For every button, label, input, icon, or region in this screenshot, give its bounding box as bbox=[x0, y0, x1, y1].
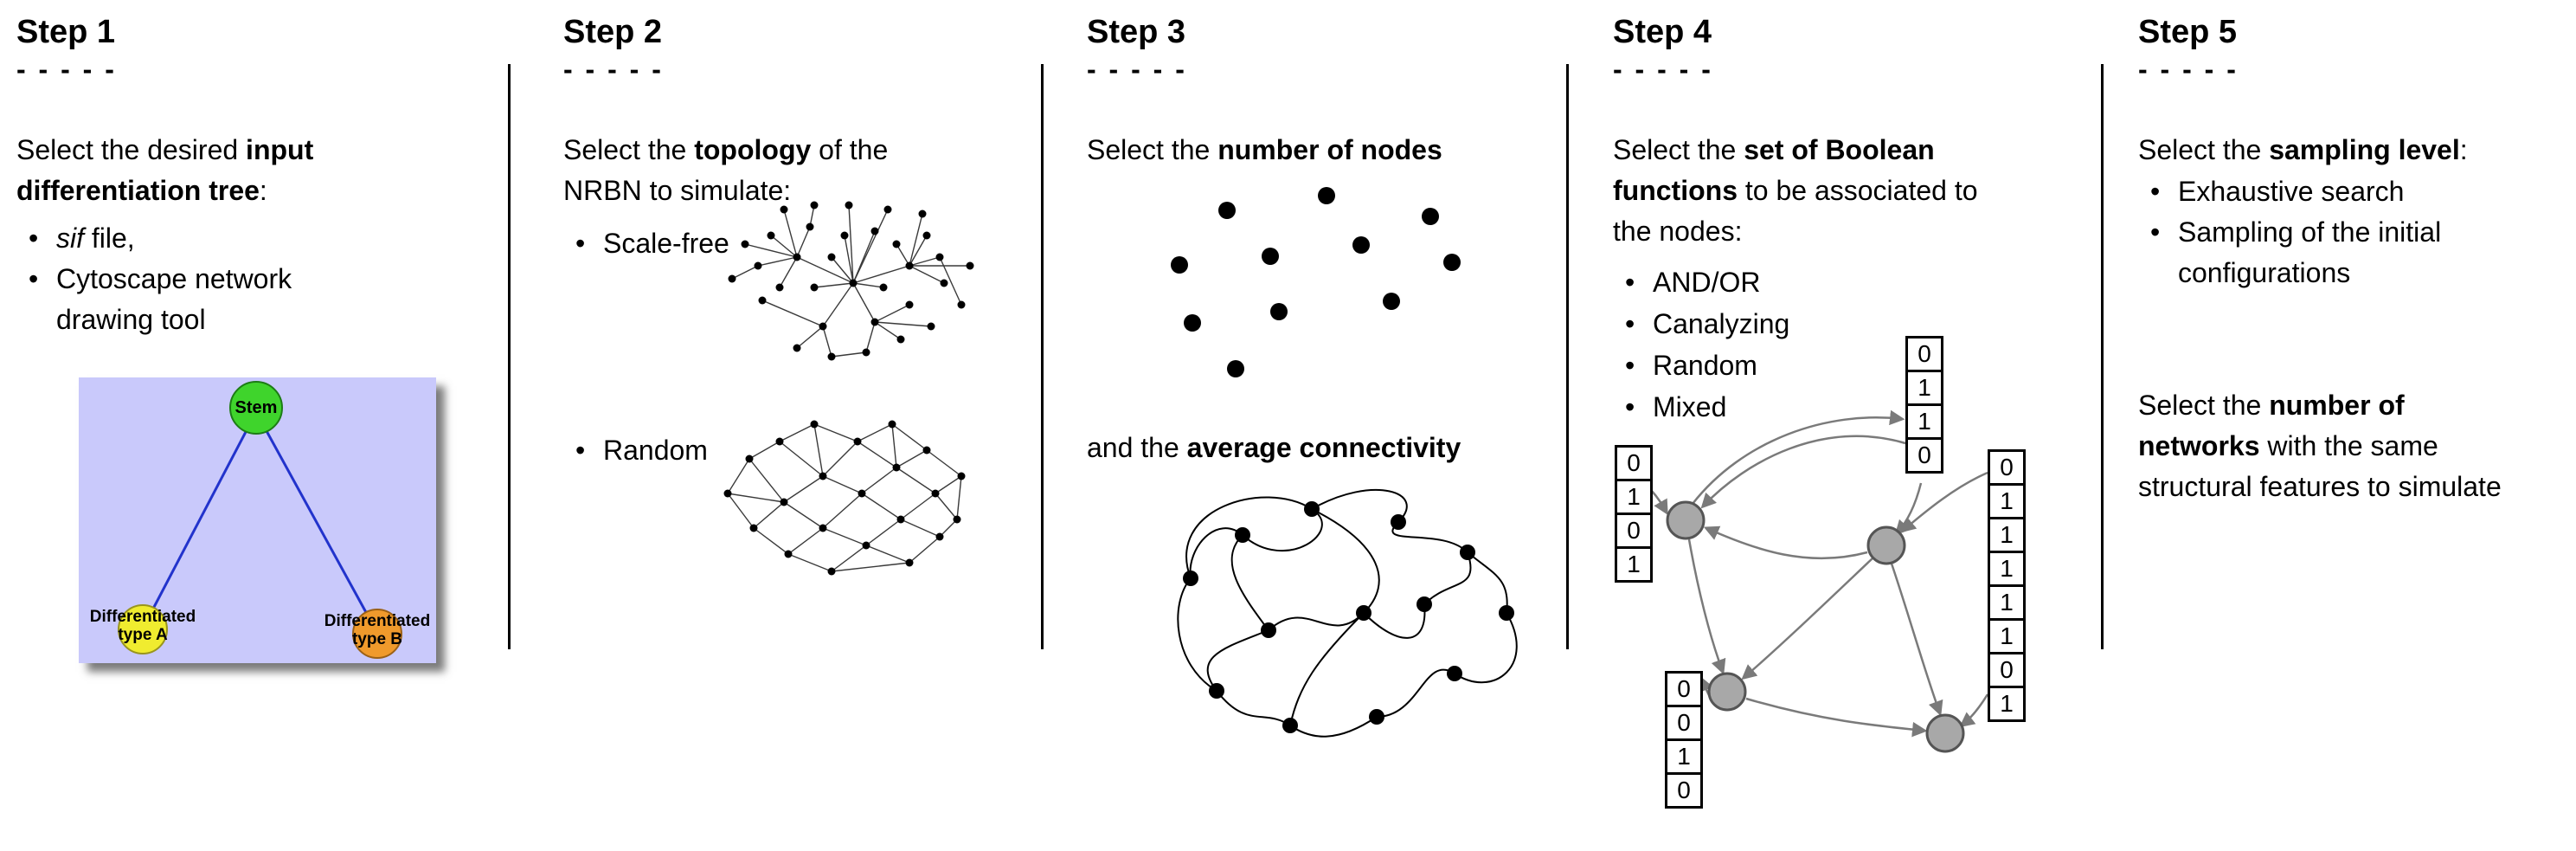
bullet-random-fn: • Random bbox=[1613, 345, 1789, 386]
step-3-title: Step 3 bbox=[1087, 14, 1186, 50]
boolean-network-graph bbox=[1650, 409, 1989, 753]
bullet-marker: • bbox=[1625, 308, 1635, 339]
step-4-intro: Select the set of Boolean functions to b… bbox=[1613, 134, 1978, 247]
bullet-marker: • bbox=[1625, 391, 1635, 422]
truth-table-top: 0 1 1 0 bbox=[1905, 336, 1943, 474]
step-1-title: Step 1 bbox=[16, 14, 116, 50]
bullet-marker: • bbox=[575, 228, 586, 259]
step-5-bullet-list: • Exhaustive search • Sampling of the in… bbox=[2138, 171, 2441, 293]
bullet-random: • Random bbox=[563, 430, 708, 471]
column-divider-2 bbox=[1041, 64, 1044, 649]
step-5-column: Step 5 - - - - - Select the sampling lev… bbox=[2138, 0, 2576, 851]
tree-edges bbox=[141, 411, 379, 634]
step-5-title: Step 5 bbox=[2138, 14, 2238, 50]
bullet-marker: • bbox=[29, 263, 39, 294]
column-divider-4 bbox=[2101, 64, 2104, 649]
tree-node-stem: Stem bbox=[229, 381, 283, 435]
random-network-figure bbox=[723, 420, 966, 576]
step-1-dashes: - - - - - bbox=[16, 54, 117, 85]
tree-label-type-a: Differentiated type A bbox=[89, 608, 196, 644]
bullet-exhaustive: • Exhaustive search bbox=[2138, 171, 2441, 212]
bullet-scale-free: • Scale-free bbox=[563, 223, 729, 264]
step-5-dashes: - - - - - bbox=[2138, 54, 2239, 85]
nodes-dots-figure bbox=[1171, 187, 1461, 377]
bullet-mixed: • Mixed bbox=[1613, 386, 1789, 428]
step-3-dashes: - - - - - bbox=[1087, 54, 1187, 85]
step-4-dashes: - - - - - bbox=[1613, 54, 1713, 85]
bullet-and-or: • AND/OR bbox=[1613, 261, 1789, 303]
bullet-canalyzing: • Canalyzing bbox=[1613, 303, 1789, 345]
tree-node-type-a bbox=[118, 604, 168, 654]
step-2-column: Step 2 - - - - - Select the topology of … bbox=[563, 0, 1035, 851]
differentiation-tree-figure: Stem Differentiated type A Differentiate… bbox=[79, 377, 436, 663]
column-divider-1 bbox=[508, 64, 511, 649]
bullet-marker: • bbox=[29, 222, 39, 254]
step-3-line2: and the average connectivity bbox=[1087, 432, 1461, 463]
truth-table-right: 0 1 1 1 1 1 0 1 bbox=[1988, 449, 2026, 722]
bullet-marker: • bbox=[1625, 350, 1635, 381]
bullet-text: Random bbox=[603, 435, 708, 466]
bullet-marker: • bbox=[2150, 176, 2161, 207]
step-3-line1: Select the number of nodes bbox=[1087, 134, 1442, 165]
step-2-title: Step 2 bbox=[563, 14, 663, 50]
step-2-dashes: - - - - - bbox=[563, 54, 664, 85]
bullet-text: sif file, bbox=[56, 222, 135, 254]
step-1-intro-text: Select the desired bbox=[16, 134, 247, 165]
step-5-networks-text: Select the number of networks with the s… bbox=[2138, 390, 2502, 502]
tree-label-type-b: Differentiated type B bbox=[324, 612, 431, 648]
step-4-title: Step 4 bbox=[1613, 14, 1712, 50]
step-3-column: Step 3 - - - - - Select the number of no… bbox=[1087, 0, 1558, 851]
column-divider-3 bbox=[1566, 64, 1569, 649]
bullet-sif-file: • sif file, bbox=[16, 218, 292, 259]
step-5-intro: Select the sampling level: bbox=[2138, 134, 2468, 165]
bullet-marker: • bbox=[575, 435, 586, 466]
truth-table-left: 0 1 0 1 bbox=[1615, 445, 1653, 583]
truth-table-bottom: 0 0 1 0 bbox=[1665, 671, 1703, 809]
tree-node-type-b bbox=[352, 609, 402, 659]
bullet-marker: • bbox=[2150, 216, 2161, 248]
step-1-column: Step 1 - - - - - Select the desired inpu… bbox=[16, 0, 501, 851]
step-4-bullet-list: • AND/OR • Canalyzing • Random • Mixed bbox=[1613, 261, 1789, 428]
bullet-marker: • bbox=[1625, 267, 1635, 298]
connectivity-tangle-figure bbox=[1177, 488, 1518, 738]
bullet-text: Scale-free bbox=[603, 228, 729, 259]
step-2-intro: Select the topology of the NRBN to simul… bbox=[563, 134, 889, 206]
scale-free-network-figure bbox=[728, 201, 974, 361]
step-1-intro: Select the desired input differentiation… bbox=[16, 134, 314, 206]
step-4-column: Step 4 - - - - - Select the set of Boole… bbox=[1613, 0, 2094, 851]
boolean-network-figure: 0 1 1 0 0 1 0 1 0 0 1 0 0 1 1 1 bbox=[1613, 329, 2046, 848]
